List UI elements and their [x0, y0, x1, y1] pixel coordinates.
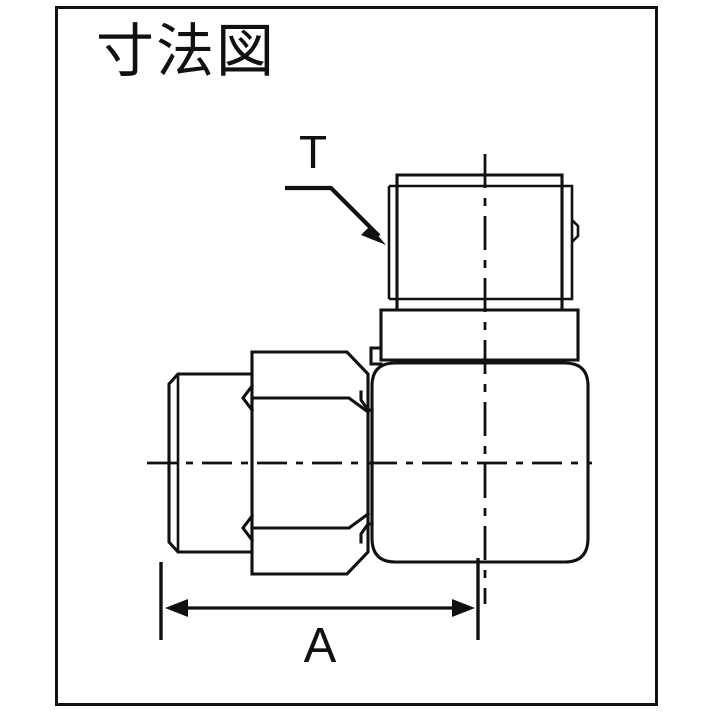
- thread-callout-group: T: [285, 126, 386, 245]
- thread-leader-arrowhead: [361, 226, 386, 245]
- body-to-nut-junction: [359, 390, 374, 544]
- length-dimension-group: A: [159, 558, 480, 673]
- hex-nut-lower-flat-line: [250, 511, 371, 530]
- thread-relief-notch: [571, 219, 580, 243]
- branch-shoulder-collar: [369, 308, 580, 366]
- junction-lower-edge: [359, 522, 374, 544]
- drawing-frame: [55, 6, 658, 706]
- thread-leader-line: [285, 185, 381, 238]
- dimension-arrowhead-right: [452, 599, 475, 617]
- elbow-body-outline: [370, 361, 590, 564]
- thread-crest-outline: [395, 173, 564, 312]
- hex-compression-nut: [241, 350, 371, 576]
- elbow-body: [370, 361, 590, 564]
- hex-nut-upper-flat-line: [250, 396, 371, 415]
- hex-nut-lower-chamfer-notch: [241, 513, 255, 543]
- length-dimension-label: A: [304, 619, 337, 673]
- junction-upper-edge: [359, 390, 374, 412]
- dimension-arrowhead-left: [165, 599, 188, 617]
- shoulder-left-step: [369, 346, 383, 366]
- page-title: 寸法図: [96, 17, 277, 85]
- centerlines: [147, 154, 592, 604]
- thread-root-outline: [389, 184, 574, 301]
- thread-callout-label: T: [299, 126, 327, 178]
- vertical-male-thread-branch: [387, 173, 580, 312]
- hex-nut-outline: [250, 350, 370, 576]
- hex-nut-upper-chamfer-notch: [241, 383, 255, 413]
- shoulder-outline: [379, 308, 580, 362]
